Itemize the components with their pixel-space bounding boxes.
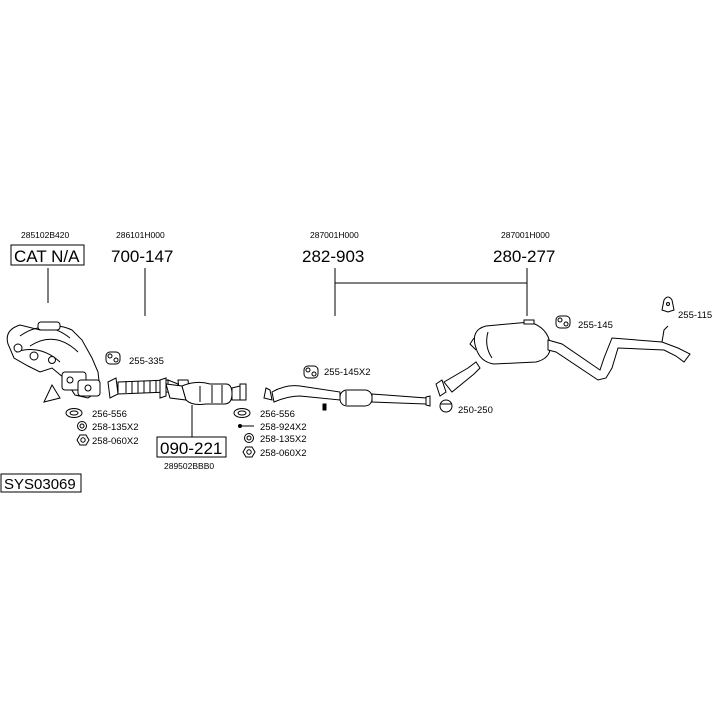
rear-silencer (435, 319, 691, 397)
code-rear-box: 280-277 (493, 247, 555, 266)
oem-label-manifold: 285102B420 (21, 230, 69, 240)
code-box-manifold (10, 244, 85, 266)
code-centre-pipe: 282-903 (302, 247, 364, 266)
oem-label-front-pipe: 286101H000 (116, 230, 165, 240)
gasket-icon-256-556-a (65, 408, 83, 418)
system-id-box (0, 473, 82, 493)
catalytic-converter (159, 377, 247, 405)
gasket-icon-256-556-b (233, 408, 251, 418)
part-label-256-556-b: 256-556 (260, 409, 295, 420)
exhaust-manifold (6, 321, 101, 403)
code-catalyst: 090-221 (160, 439, 222, 458)
code-front-pipe: 700-147 (111, 247, 173, 266)
clamp-icon-250-250 (439, 399, 453, 413)
part-label-258-060x2-b: 258-060X2 (260, 448, 306, 459)
part-label-255-145: 255-145 (578, 320, 613, 331)
bolt-icon-258-924x2 (238, 424, 254, 428)
spring-washer-icon-258-135x2-a (77, 421, 87, 431)
oem-label-catalyst: 289502BBB0 (164, 461, 214, 471)
hanger-bracket-icon-255-115 (661, 296, 675, 313)
part-label-258-060x2-a: 258-060X2 (92, 436, 138, 447)
system-id: SYS03069 (4, 476, 76, 493)
part-label-258-924x2: 258-924X2 (260, 422, 306, 433)
code-manifold: CAT N/A (14, 247, 80, 266)
leader-lines (47, 268, 528, 437)
part-label-255-145x2: 255-145X2 (324, 367, 370, 378)
oem-label-rear-box: 287001H000 (501, 230, 550, 240)
rubber-hanger-icon-255-335 (105, 351, 121, 365)
part-label-258-135x2-a: 258-135X2 (92, 422, 138, 433)
part-label-255-335: 255-335 (129, 356, 164, 367)
code-box-catalyst (156, 436, 227, 458)
middle-silencer (339, 389, 373, 407)
nut-icon-258-060x2-b (242, 446, 256, 458)
spring-washer-icon-258-135x2-b (244, 433, 254, 443)
part-label-256-556-a: 256-556 (92, 409, 127, 420)
nut-icon-258-060x2-a (76, 434, 90, 446)
part-label-255-115: 255-115 (678, 310, 712, 321)
centre-pipe (263, 385, 431, 411)
part-label-258-135x2-b: 258-135X2 (260, 434, 306, 445)
oem-label-centre-pipe: 287001H000 (310, 230, 359, 240)
rubber-hanger-icon-255-145 (555, 315, 571, 329)
rubber-hanger-icon-255-145x2 (303, 365, 319, 379)
part-label-250-250: 250-250 (458, 405, 493, 416)
